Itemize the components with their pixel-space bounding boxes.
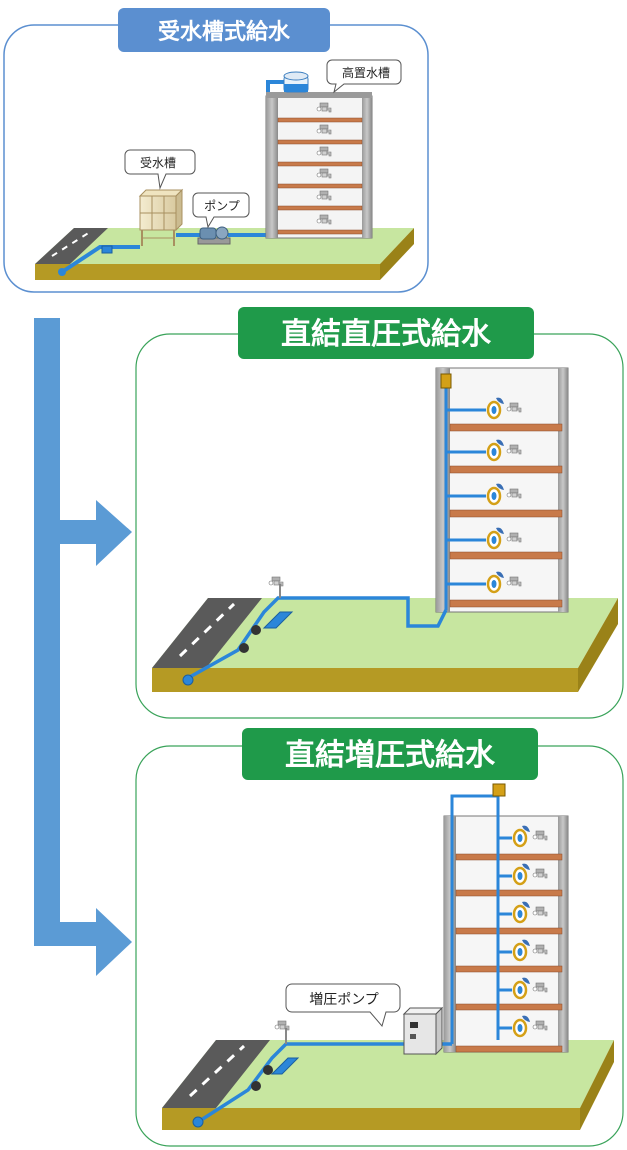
road <box>152 598 262 668</box>
section-direct-pressure: 直結直圧式給水 <box>135 307 624 719</box>
callout-booster-pump: 増圧ポンプ <box>285 983 401 1028</box>
main-valve-icon <box>58 268 66 276</box>
section-title: 直結増圧式給水 <box>285 738 496 773</box>
section-receiving-tank: 受水槽式給水 高置水槽 受水槽 ポンプ <box>3 8 429 293</box>
svg-text:受水槽: 受水槽 <box>140 156 176 170</box>
svg-text:高置水槽: 高置水槽 <box>342 65 390 80</box>
receiving-tank-icon <box>138 188 184 246</box>
arrow-head-lower <box>96 908 132 976</box>
svg-text:ポンプ: ポンプ <box>204 199 240 213</box>
building <box>443 783 569 1053</box>
section-title-box <box>242 728 538 780</box>
section-title-box <box>238 307 534 359</box>
pump-icon <box>197 226 231 245</box>
stop-valve-icon <box>239 643 249 653</box>
main-valve-icon <box>182 674 194 686</box>
main-valve-icon <box>192 1116 204 1128</box>
stop-valve-icon <box>251 1081 261 1091</box>
road <box>162 1040 270 1108</box>
ground-front <box>152 668 578 692</box>
arrow-head-upper <box>96 500 132 566</box>
ground-top <box>152 598 618 668</box>
ground-front <box>162 1108 580 1130</box>
section-title: 受水槽式給水 <box>158 19 291 45</box>
flow-arrow <box>34 318 132 976</box>
section-booster-pressure: 直結増圧式給水 増圧ポンプ <box>135 728 624 1147</box>
building <box>435 367 569 613</box>
meter-box-icon <box>101 245 113 254</box>
callout-pump: ポンプ <box>192 192 250 229</box>
arrow-trunk <box>34 318 60 946</box>
section-title: 直結直圧式給水 <box>281 317 492 352</box>
air-valve-icon <box>440 373 452 389</box>
callout-elevated-tank: 高置水槽 <box>326 59 402 94</box>
svg-text:増圧ポンプ: 増圧ポンプ <box>309 992 379 1008</box>
ground-front <box>35 264 380 280</box>
callout-receiving-tank: 受水槽 <box>124 149 196 190</box>
air-valve-icon <box>492 783 506 797</box>
building <box>265 92 373 239</box>
section-title-box <box>118 8 330 52</box>
elevated-tank-icon <box>283 71 309 93</box>
meter-box-icon <box>270 1057 300 1075</box>
booster-pump-icon <box>402 1006 444 1056</box>
meter-box-icon <box>262 611 294 629</box>
